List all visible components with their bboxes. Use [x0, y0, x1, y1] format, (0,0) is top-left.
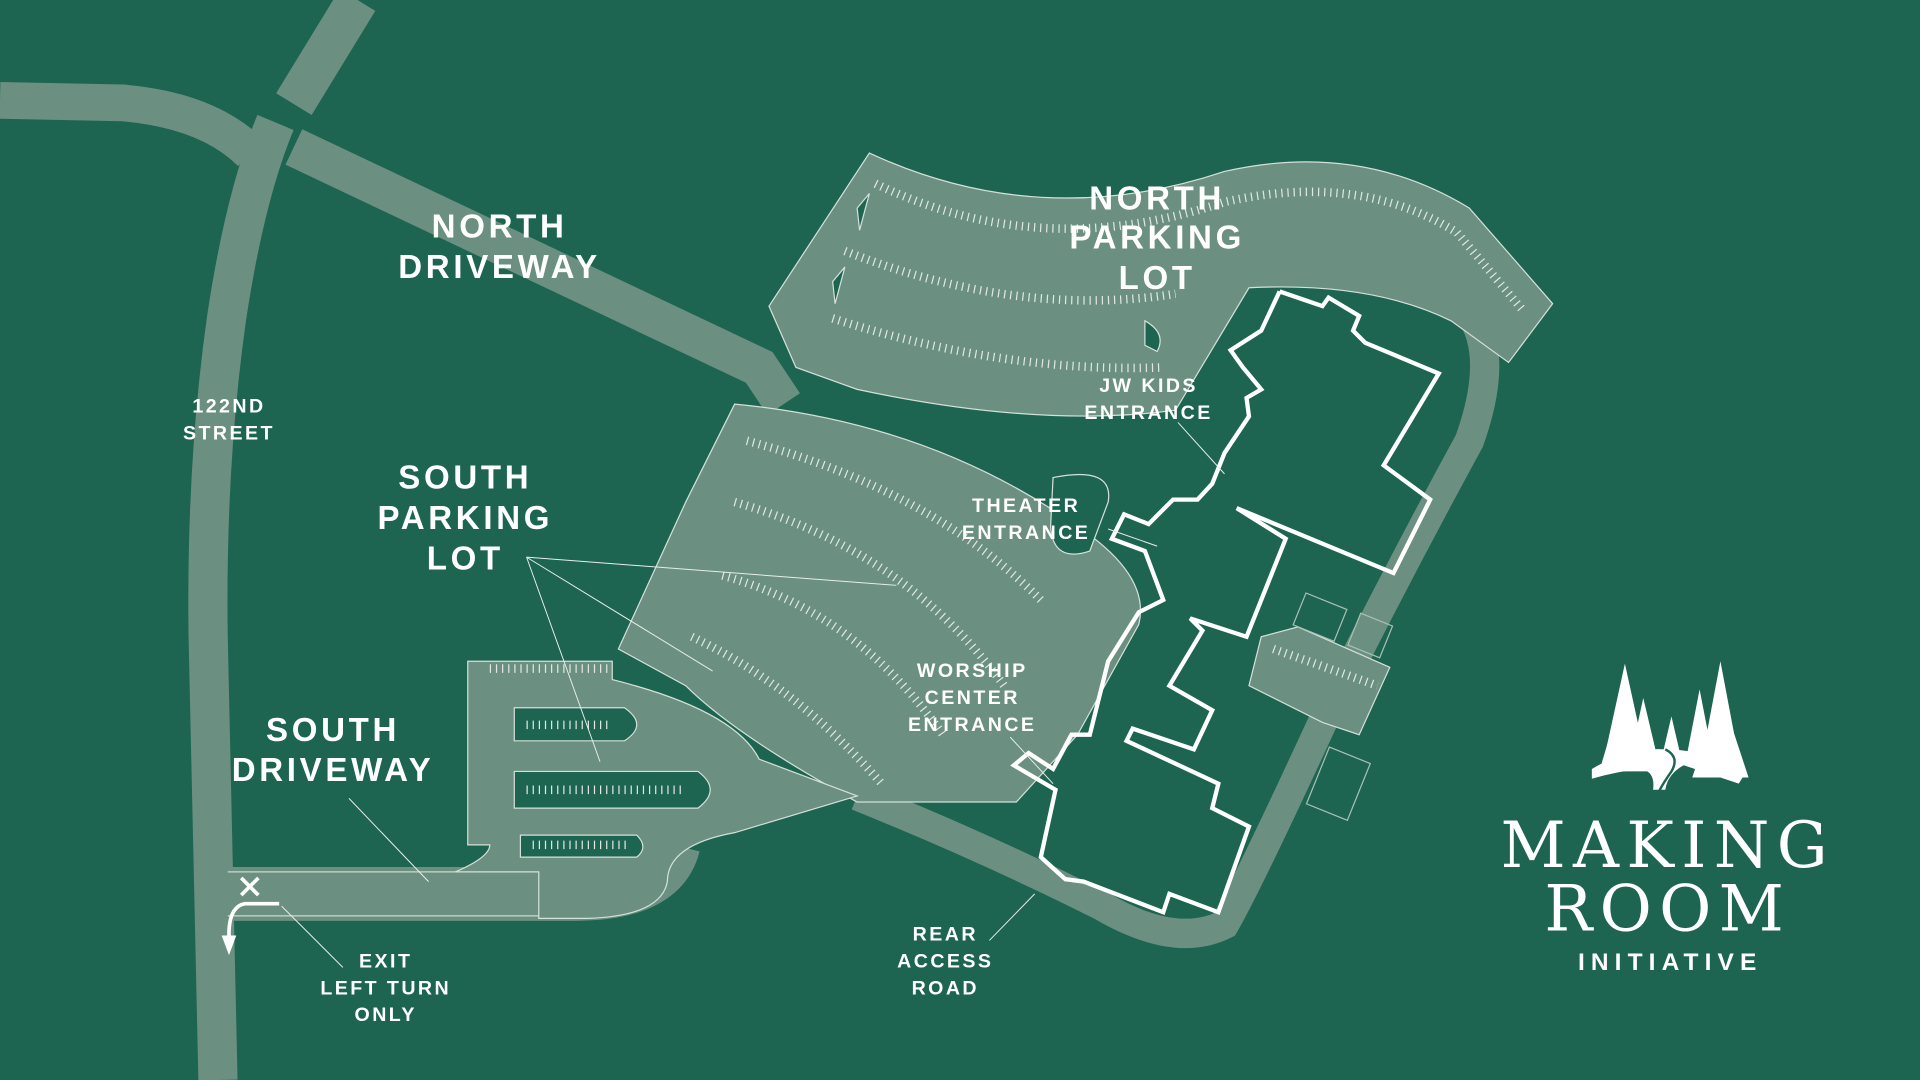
left-turn-arrow-icon [221, 901, 280, 956]
label-line: ROAD [912, 977, 979, 999]
pine-trees-path-icon [1591, 661, 1749, 792]
label-rear-access-road: REAR ACCESS ROAD [897, 923, 993, 999]
leader-lines [281, 422, 1225, 968]
logo-text-making: MAKING [1501, 809, 1835, 883]
rear-access-road [851, 303, 1500, 949]
label-line: ONLY [355, 1004, 417, 1026]
making-room-logo: MAKING ROOM INITIATIVE [1501, 661, 1835, 976]
label-line: WORSHIP [917, 660, 1028, 682]
label-line: STREET [183, 423, 275, 445]
label-line: REAR [913, 923, 978, 945]
label-line: NORTH [1089, 180, 1225, 217]
label-line: CENTER [925, 687, 1020, 709]
road-north-west [0, 82, 265, 167]
label-line: ACCESS [897, 950, 993, 972]
label-line: PARKING [1069, 220, 1245, 257]
label-122nd-street: 122ND STREET [183, 396, 275, 445]
label-north-parking-lot: NORTH PARKING LOT [1069, 180, 1245, 297]
north-parking-lot [768, 152, 1554, 417]
label-line: ENTRANCE [962, 522, 1090, 544]
building-outline [1010, 289, 1442, 916]
roads [0, 0, 1500, 1080]
label-line: DRIVEWAY [232, 752, 435, 789]
label-line: SOUTH [266, 712, 400, 749]
label-south-parking-lot: SOUTH PARKING LOT [377, 460, 553, 578]
label-line: EXIT [359, 950, 412, 972]
122nd-street-road [188, 114, 294, 1080]
label-line: PARKING [377, 500, 553, 537]
label-exit-left-turn-only: EXIT LEFT TURN ONLY [320, 950, 451, 1026]
label-line: NORTH [432, 209, 568, 246]
north-driveway-road [285, 129, 800, 415]
logo-text-initiative: INITIATIVE [1578, 949, 1762, 976]
label-line: JW KIDS [1099, 375, 1198, 397]
label-worship-center-entrance: WORSHIP CENTER ENTRANCE [908, 660, 1036, 736]
label-jw-kids-entrance: JW KIDS ENTRANCE [1084, 375, 1212, 424]
label-line: LOT [427, 540, 504, 577]
logo-text-room: ROOM [1544, 873, 1791, 947]
road-north-connector [276, 0, 376, 115]
label-north-driveway: NORTH DRIVEWAY [398, 209, 601, 286]
label-line: THEATER [972, 495, 1080, 517]
label-line: SOUTH [398, 460, 532, 497]
label-line: ENTRANCE [1084, 402, 1212, 424]
label-line: DRIVEWAY [398, 249, 601, 286]
label-line: LEFT TURN [320, 977, 451, 999]
east-parking-lot [1248, 592, 1394, 822]
x-mark-icon [239, 876, 260, 897]
south-small-parking-lot [455, 660, 860, 919]
label-line: ENTRANCE [908, 714, 1036, 736]
label-south-driveway: SOUTH DRIVEWAY [232, 712, 435, 789]
label-theater-entrance: THEATER ENTRANCE [962, 495, 1090, 544]
south-parking-lot [617, 403, 1142, 803]
label-line: LOT [1119, 260, 1196, 297]
label-line: 122ND [192, 396, 265, 418]
